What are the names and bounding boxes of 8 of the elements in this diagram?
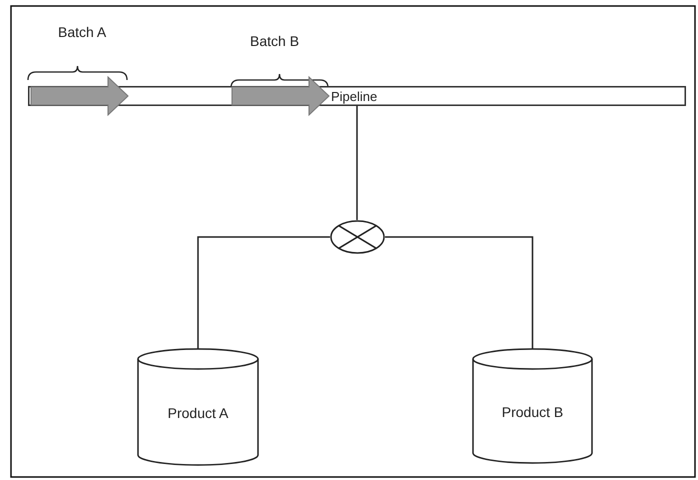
connector-line (356, 106, 358, 220)
tank-label: Product B (500, 404, 564, 420)
batch-label: Batch A (58, 24, 106, 40)
connector-line (385, 236, 534, 350)
tank-label: Product A (166, 405, 230, 421)
batch-label: Batch B (250, 33, 300, 49)
connector-line (197, 236, 330, 350)
pipeline-label: Pipeline (331, 88, 378, 106)
